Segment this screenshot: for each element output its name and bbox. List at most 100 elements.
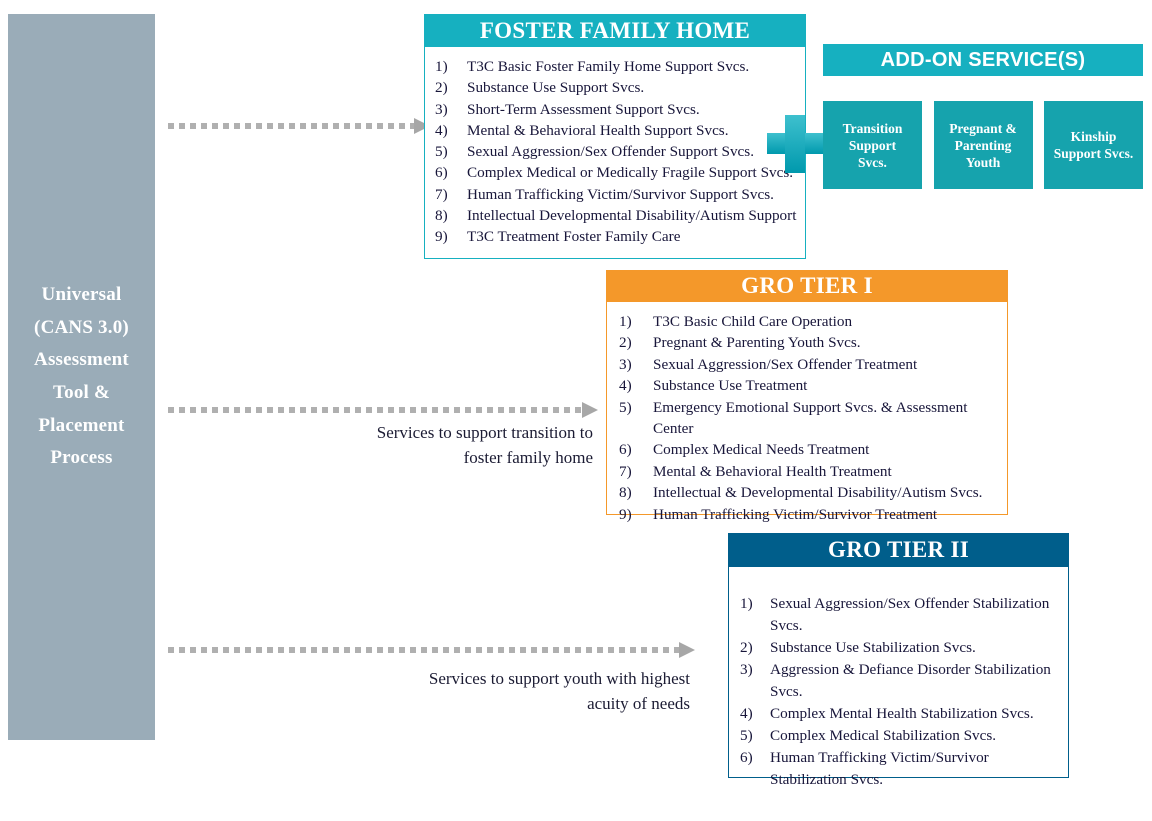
arrow-caption-gro-tier-1: Services to support transition to foster…: [200, 420, 593, 470]
list-item: 7) Human Trafficking Victim/Survivor Supp…: [431, 184, 799, 205]
list-item-label: Pregnant & Parenting Youth Svcs.: [653, 334, 861, 352]
card-line-3: Youth: [965, 154, 1001, 170]
list-item-number: 9): [435, 228, 448, 246]
list-item-label: T3C Treatment Foster Family Care: [467, 228, 681, 246]
list-item-label: Short-Term Assessment Support Svcs.: [467, 100, 700, 118]
panel-gro-tier-2: GRO TIER II 1) Sexual Aggression/Sex Offe…: [728, 533, 1069, 788]
list-item: 1) T3C Basic Child Care Operation: [613, 311, 1001, 332]
list-item-label: Intellectual & Developmental Disability/…: [653, 484, 983, 502]
add-on-service-cards: Transition Support Svcs. Pregnant & Pare…: [823, 101, 1143, 189]
list-item-label: Complex Medical Stabilization Svcs.: [770, 727, 997, 744]
list-item: 9)Human Trafficking Victim/Survivor Trea…: [613, 504, 1001, 525]
arrow-shaft: [168, 123, 414, 129]
list-item: 5) Emergency Emotional Support Svcs. & As…: [613, 397, 1001, 440]
caption-line-2: foster family home: [463, 448, 593, 467]
panel-body-gro-tier-1: 1) T3C Basic Child Care Operation 2) Pregn…: [606, 302, 1008, 523]
list-item-number: 5): [435, 143, 448, 161]
universal-assessment-label: Universal (CANS 3.0) Assessment Tool & P…: [34, 279, 129, 475]
universal-line-6: Process: [50, 447, 113, 469]
list-item-number: 6): [619, 441, 632, 459]
list-item: 3) Sexual Aggression/Sex Offender Treatme…: [613, 354, 1001, 375]
list-item-number: 1): [740, 595, 753, 612]
arrow-to-foster-family-home: [168, 118, 430, 134]
caption-line-1: Services to support youth with highest: [428, 669, 690, 688]
list-item-number: 7): [435, 185, 448, 203]
arrow-head-icon: [679, 642, 695, 658]
list-item-number: 1): [619, 313, 632, 330]
panel-gro-tier-1: GRO TIER I 1) T3C Basic Child Care Operat…: [606, 270, 1008, 523]
caption-line-1: Services to support transition to: [376, 423, 593, 442]
list-item: 4) Mental & Behavioral Health Support Svc…: [431, 120, 799, 141]
list-item-label: Complex Medical or Medically Fragile Sup…: [467, 164, 794, 182]
card-line-2: Support Svcs.: [1053, 146, 1134, 161]
list-item-label: Sexual Aggression/Sex Offender Treatment: [653, 355, 918, 373]
universal-line-1: Universal: [41, 283, 122, 305]
card-line-2: Parenting: [954, 137, 1012, 153]
list-item-label: Sexual Aggression/Sex Offender Support S…: [467, 143, 754, 161]
list-item-label: Aggression & Defiance Disorder Stabiliza…: [770, 661, 1051, 700]
universal-line-5: Placement: [38, 414, 125, 436]
panel-title-add-on-services: ADD-ON SERVICE(S): [823, 44, 1143, 76]
list-item: 2) Pregnant & Parenting Youth Svcs.: [613, 332, 1001, 353]
list-item-label: Human Trafficking Victim/Survivor Stabil…: [770, 749, 989, 788]
panel-title-gro-tier-1: GRO TIER I: [606, 270, 1008, 302]
list-item: 2) Substance Use Stabilization Svcs.: [735, 637, 1062, 659]
arrow-to-gro-tier-1: [168, 402, 598, 418]
list-item: 2) Substance Use Support Svcs.: [431, 77, 799, 98]
service-list-gro-tier-2: 1) Sexual Aggression/Sex Offender Stabili…: [735, 593, 1062, 791]
list-item-number: 2): [740, 639, 753, 656]
list-item-number: 3): [619, 355, 632, 373]
list-item: 8) Intellectual & Developmental Disabilit…: [613, 482, 1001, 503]
list-item-label: Complex Mental Health Stabilization Svcs…: [770, 705, 1034, 722]
list-item-label: Substance Use Support Svcs.: [467, 79, 645, 97]
list-item-number: 6): [435, 164, 448, 182]
list-item-number: 5): [619, 398, 632, 416]
arrow-head-icon: [582, 402, 598, 418]
list-item-number: 2): [435, 79, 448, 97]
list-item: 6) Human Trafficking Victim/Survivor Stab…: [735, 747, 1062, 791]
list-item-label: T3C Basic Foster Family Home Support Svc…: [467, 58, 750, 75]
add-on-card-pregnant-parenting-youth[interactable]: Pregnant & Parenting Youth: [933, 101, 1033, 189]
list-item-number: 7): [619, 462, 632, 480]
card-line-1: Kinship: [1070, 129, 1117, 144]
panel-body-foster-family-home: 1) T3C Basic Foster Family Home Support S…: [424, 47, 806, 259]
list-item-label: Intellectual Developmental Disability/Au…: [467, 207, 797, 225]
universal-line-4: Tool &: [52, 382, 110, 403]
list-item-label: Human Trafficking Victim/Survivor Treatm…: [653, 505, 938, 523]
list-item-label: Sexual Aggression/Sex Offender Stabiliza…: [770, 595, 1050, 634]
service-list-gro-tier-1: 1) T3C Basic Child Care Operation 2) Pregn…: [613, 311, 1001, 525]
plus-icon-vertical-bar: [785, 115, 805, 173]
list-item: 9) T3C Treatment Foster Family Care: [431, 226, 799, 247]
universal-line-3: Assessment: [34, 349, 129, 371]
add-on-card-transition-support[interactable]: Transition Support Svcs.: [823, 101, 922, 189]
list-item-number: 3): [435, 100, 448, 118]
list-item-number: 8): [619, 484, 632, 502]
plus-icon: [767, 115, 823, 173]
list-item-label: Substance Use Stabilization Svcs.: [770, 639, 976, 656]
add-on-card-kinship-support[interactable]: Kinship Support Svcs.: [1044, 101, 1143, 189]
list-item-label: Human Trafficking Victim/Survivor Suppor…: [467, 185, 774, 203]
list-item: 6)Complex Medical Needs Treatment: [613, 439, 1001, 460]
list-item-label: Mental & Behavioral Health Support Svcs.: [467, 121, 729, 139]
panel-foster-family-home: FOSTER FAMILY HOME 1)T3C Basic Foster Fa…: [424, 14, 806, 259]
list-item-label: Emergency Emotional Support Svcs. & Asse…: [653, 398, 968, 438]
arrow-shaft: [168, 647, 679, 653]
list-item-label: Mental & Behavioral Health Treatment: [653, 462, 892, 480]
card-line-1: Transition: [842, 120, 903, 136]
list-item-number: 4): [619, 377, 632, 395]
list-item-number: 6): [740, 749, 753, 766]
arrow-to-gro-tier-2: [168, 642, 695, 658]
panel-add-on-services: ADD-ON SERVICE(S): [823, 44, 1143, 76]
list-item: 8)Intellectual Developmental Disability/…: [431, 205, 799, 226]
panel-title-gro-tier-2: GRO TIER II: [728, 533, 1069, 567]
list-item: 4)Substance Use Treatment: [613, 375, 1001, 396]
list-item-number: 2): [619, 334, 632, 352]
list-item-number: 1): [435, 58, 448, 75]
arrow-shaft: [168, 407, 582, 413]
list-item-number: 4): [435, 121, 448, 139]
universal-assessment-bar: Universal (CANS 3.0) Assessment Tool & P…: [8, 14, 155, 740]
list-item-label: T3C Basic Child Care Operation: [653, 313, 853, 330]
list-item: 3)Aggression & Defiance Disorder Stabili…: [735, 659, 1062, 703]
panel-body-gro-tier-2: 1) Sexual Aggression/Sex Offender Stabili…: [728, 567, 1069, 788]
